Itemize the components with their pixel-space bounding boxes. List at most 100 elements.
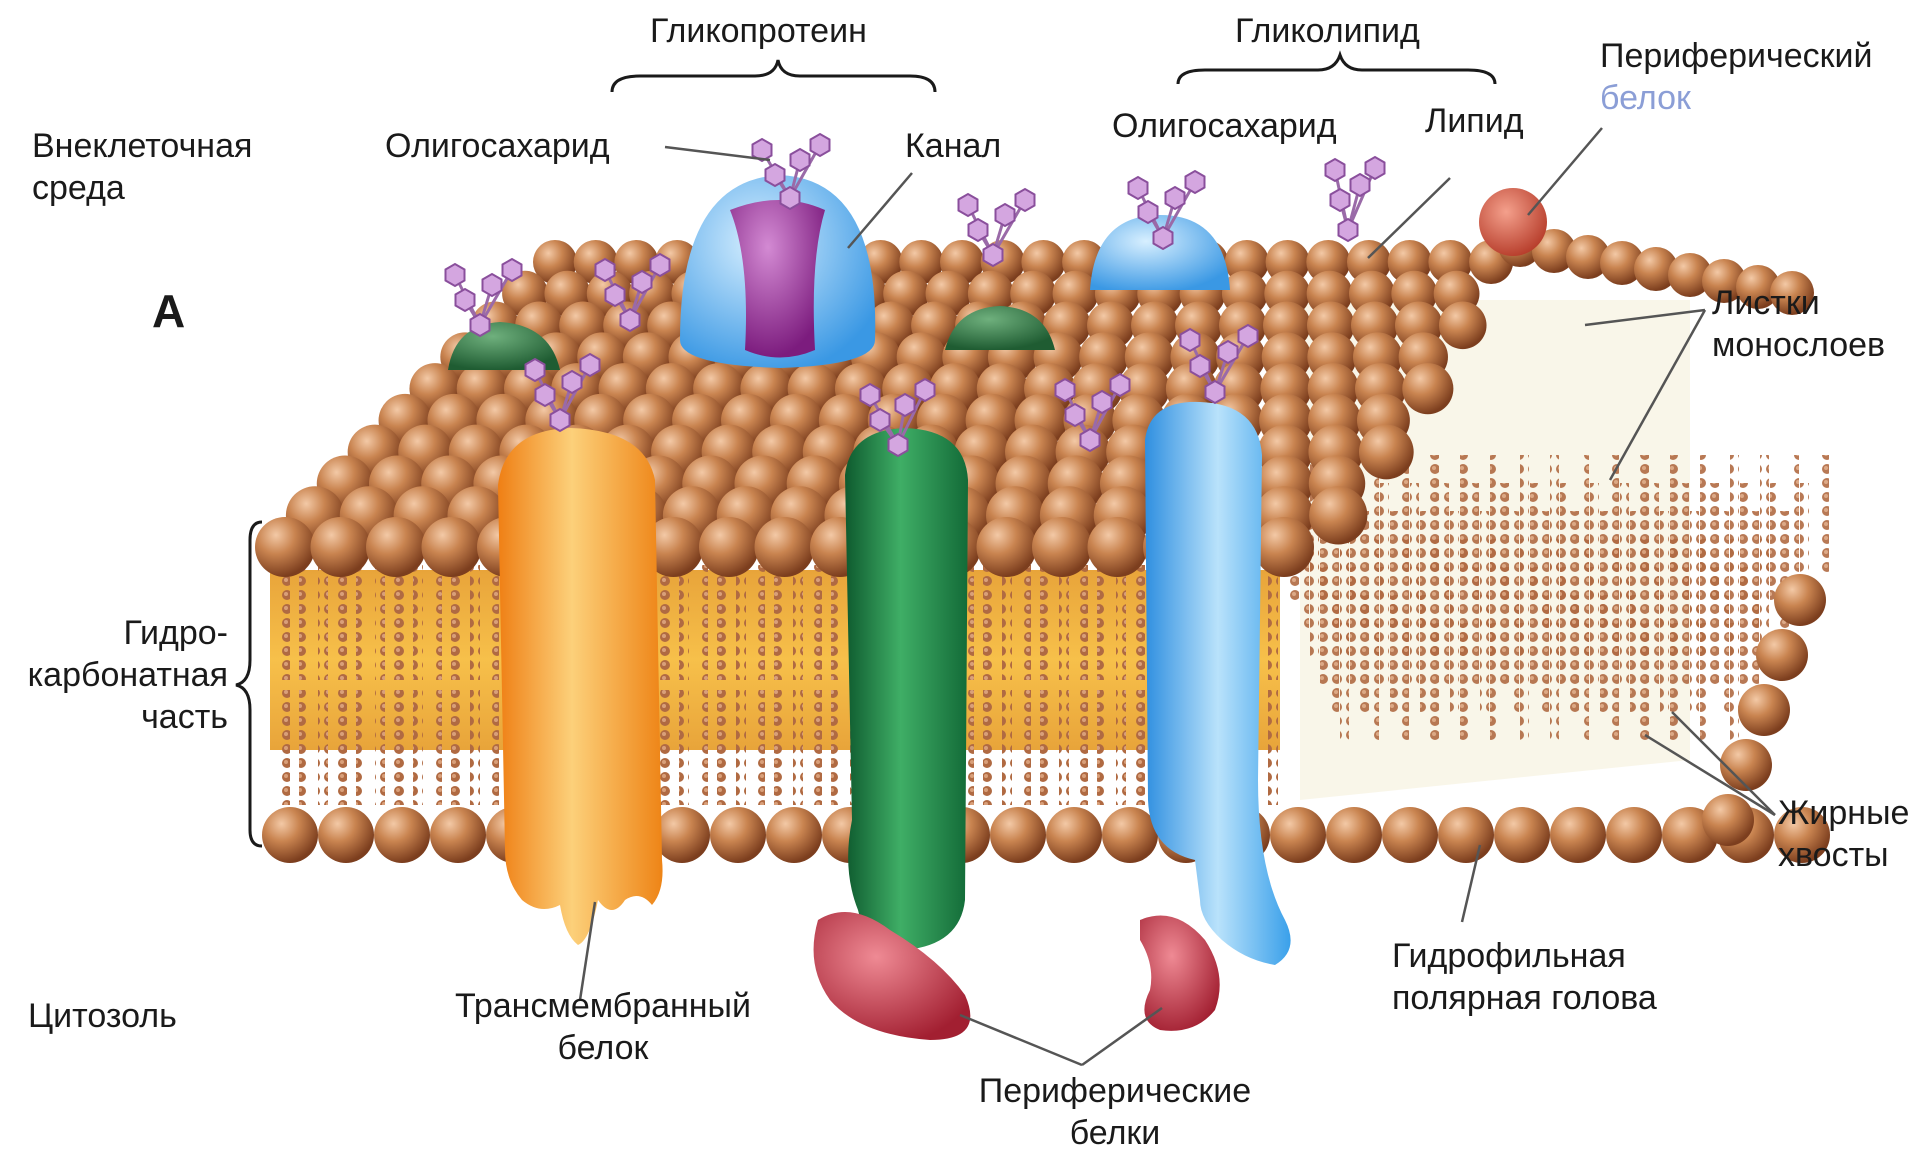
lipid-head xyxy=(1720,739,1772,791)
lipid-head xyxy=(1550,807,1606,863)
label-peripheral-proteins-bottom-line2: белки xyxy=(945,1112,1285,1154)
sugar-unit xyxy=(1139,201,1158,223)
label-fatty-tails-line2: хвосты xyxy=(1778,834,1909,876)
sugar-unit xyxy=(471,314,490,336)
fatty-tail xyxy=(983,690,993,805)
label-peripheral-proteins-bottom: Периферические белки xyxy=(945,1070,1285,1154)
fatty-tail xyxy=(1710,567,1719,687)
sugar-unit xyxy=(896,394,915,416)
sugar-unit xyxy=(969,219,988,241)
fatty-tail xyxy=(1450,595,1459,715)
fatty-tail xyxy=(1720,595,1729,715)
lipid-head xyxy=(1439,302,1487,350)
fatty-tail xyxy=(1021,690,1031,805)
label-extracellular-line2: среда xyxy=(32,167,252,209)
fatty-tail xyxy=(337,565,347,680)
sugar-unit xyxy=(916,379,935,401)
glycolipid-brace xyxy=(1178,55,1495,84)
transmembrane-protein-green xyxy=(845,428,968,950)
fatty-tail xyxy=(1670,623,1679,743)
fatty-tail xyxy=(812,690,822,805)
sugar-unit xyxy=(1219,341,1238,363)
fatty-tail xyxy=(1700,623,1709,743)
label-transmembrane: Трансмембранный белок xyxy=(428,985,778,1069)
lipid-head xyxy=(374,807,430,863)
fatty-tail xyxy=(432,690,442,805)
label-oligosaccharide-right: Олигосахарид xyxy=(1112,105,1337,147)
fatty-tail xyxy=(1330,595,1339,715)
fatty-tail xyxy=(299,690,309,805)
pointer-peripheral-top xyxy=(1528,128,1602,215)
sugar-unit xyxy=(1181,329,1200,351)
lipid-head xyxy=(1270,807,1326,863)
label-hydrocarbon: Гидро- карбонатная часть xyxy=(6,612,228,738)
fatty-tail xyxy=(1660,595,1669,715)
sugar-unit xyxy=(651,254,670,276)
fatty-tail xyxy=(1002,690,1012,805)
fatty-tail xyxy=(812,565,822,680)
fatty-tail xyxy=(1460,623,1469,743)
fatty-tail xyxy=(717,690,727,805)
glycoprotein-brace xyxy=(612,60,935,92)
fatty-tail xyxy=(1040,565,1050,680)
lipid-head xyxy=(990,807,1046,863)
glycolipid-dome-protein xyxy=(1090,215,1230,290)
fatty-tail xyxy=(831,565,841,680)
fatty-tail xyxy=(356,690,366,805)
label-hydrophilic-head-line2: полярная голова xyxy=(1392,977,1657,1019)
fatty-tail xyxy=(1820,455,1829,575)
sugar-unit xyxy=(551,409,570,431)
fatty-tail xyxy=(413,565,423,680)
fatty-tail xyxy=(1770,483,1779,603)
lipid-head xyxy=(1326,807,1382,863)
fatty-tail xyxy=(1350,567,1359,687)
sugar-unit xyxy=(483,274,502,296)
fatty-tail xyxy=(1600,595,1609,715)
sugar-unit xyxy=(791,149,810,171)
pointer-channel xyxy=(848,173,912,248)
fatty-tail xyxy=(432,565,442,680)
lipid-head xyxy=(1756,629,1808,681)
fatty-tail xyxy=(1430,623,1439,743)
lipid-head xyxy=(755,517,815,577)
lipid-head xyxy=(318,807,374,863)
transmembrane-protein-orange xyxy=(498,428,663,945)
lipid-head xyxy=(1254,517,1314,577)
fatty-tail xyxy=(1640,623,1649,743)
peripheral-protein-bottom-right xyxy=(1140,916,1220,1031)
fatty-tail xyxy=(1097,690,1107,805)
fatty-tail xyxy=(299,565,309,680)
fatty-tail xyxy=(1530,567,1539,687)
lipid-head xyxy=(699,517,759,577)
fatty-tail xyxy=(1135,565,1145,680)
fatty-tail xyxy=(1370,623,1379,743)
peripheral-protein-top xyxy=(1479,188,1547,256)
fatty-tail xyxy=(1730,623,1739,743)
sugar-unit xyxy=(871,409,890,431)
fatty-tail xyxy=(1500,567,1509,687)
fatty-tail xyxy=(1490,623,1499,743)
fatty-tail xyxy=(451,565,461,680)
fatty-tail xyxy=(1135,690,1145,805)
label-cytosol: Цитозоль xyxy=(28,995,177,1037)
fatty-tail xyxy=(413,690,423,805)
label-fatty-tails-line1: Жирные xyxy=(1778,792,1909,834)
sugar-unit xyxy=(503,259,522,281)
label-transmembrane-line1: Трансмембранный xyxy=(428,985,778,1027)
sugar-unit xyxy=(811,134,830,156)
label-monolayer-leaflets-line2: монослоев xyxy=(1712,324,1885,366)
sugar-unit xyxy=(1206,381,1225,403)
fatty-tail xyxy=(489,565,499,680)
sugar-unit xyxy=(1339,219,1358,241)
label-monolayer-leaflets: Листки монослоев xyxy=(1712,282,1885,366)
pointer-peripheral-bottom-b xyxy=(1082,1008,1162,1065)
fatty-tail xyxy=(660,690,670,805)
fatty-tail xyxy=(1680,567,1689,687)
sugar-unit xyxy=(889,434,908,456)
fatty-tail xyxy=(698,565,708,680)
sugar-unit xyxy=(959,194,978,216)
fatty-tail xyxy=(831,690,841,805)
sugar-unit xyxy=(1351,174,1370,196)
fatty-tail xyxy=(280,690,290,805)
lipid-head xyxy=(1494,807,1550,863)
